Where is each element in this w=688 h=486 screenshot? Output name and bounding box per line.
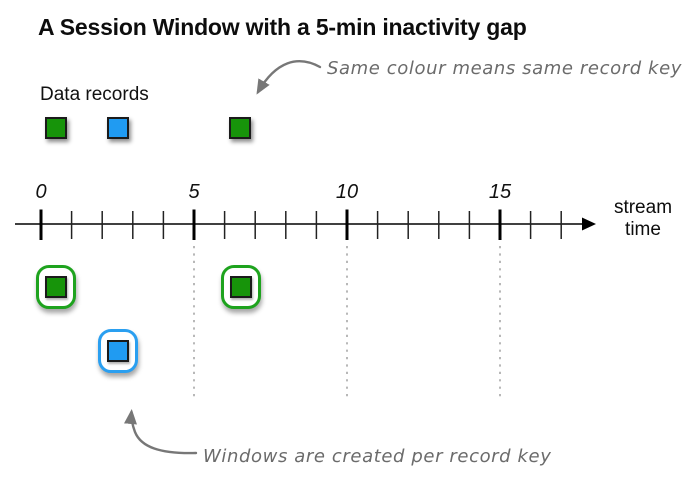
diagram-title: A Session Window with a 5-min inactivity… [38, 14, 527, 40]
annotation-same-colour: Same colour means same record key [327, 58, 683, 79]
inactivity-gap-guides [193, 246, 501, 398]
record-square-green [230, 276, 253, 298]
session-window-green [36, 265, 77, 309]
tick-label-5: 5 [188, 181, 200, 203]
record-square-blue [106, 340, 129, 362]
axis-arrow-head [582, 217, 596, 231]
session-window-green [221, 265, 262, 309]
stream-time-label: stream time [613, 197, 673, 240]
tick-label-0: 0 [35, 181, 47, 203]
annotation-arrow-same-colour [256, 60, 322, 95]
annotation-arrow-windows-created [124, 409, 198, 455]
session-window-blue [97, 329, 138, 373]
record-square-blue [106, 117, 129, 139]
record-square-green [228, 117, 251, 139]
axis-ticks [39, 209, 562, 240]
tick-label-10: 10 [335, 181, 359, 203]
tick-label-15: 15 [488, 181, 512, 203]
annotation-windows-created: Windows are created per record key [203, 446, 552, 467]
data-records-label: Data records [40, 84, 149, 105]
record-square-green [45, 276, 68, 298]
record-square-green [45, 117, 68, 139]
